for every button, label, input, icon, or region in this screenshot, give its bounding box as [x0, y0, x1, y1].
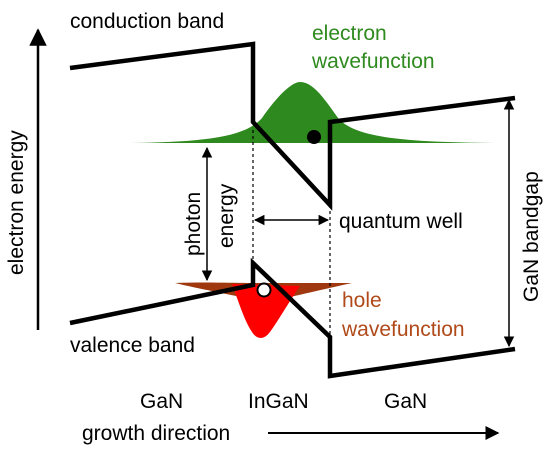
region-label-gan-left: GaN — [140, 390, 183, 413]
region-label-gan-right: GaN — [384, 390, 427, 413]
gan-bandgap-label: GaN bandgap — [520, 171, 543, 302]
electron-energy-label: electron energy — [5, 130, 28, 275]
valence-band-label: valence band — [70, 334, 195, 357]
electron-wavefunction-label: electron — [312, 22, 387, 45]
valence-band-line — [69, 257, 516, 379]
quantum-well-label: quantum well — [339, 210, 463, 233]
photon-energy-label-line2: energy — [215, 183, 238, 248]
electron-wavefunction-shape — [130, 82, 495, 143]
hole-wavefunction-shape — [232, 284, 300, 338]
electron-wavefunction-label-line2: wavefunction — [311, 50, 435, 73]
region-label-ingan: InGaN — [248, 390, 309, 413]
conduction-band-line — [69, 41, 516, 211]
conduction-band-label: conduction band — [70, 10, 224, 33]
electron-particle — [307, 130, 321, 144]
hole-wavefunction-label: hole — [342, 289, 382, 312]
hole-wavefunction-label-line2: wavefunction — [341, 318, 465, 341]
growth-direction-label: growth direction — [82, 422, 230, 445]
hole-particle — [256, 282, 272, 298]
photon-energy-label: photon — [182, 192, 205, 256]
